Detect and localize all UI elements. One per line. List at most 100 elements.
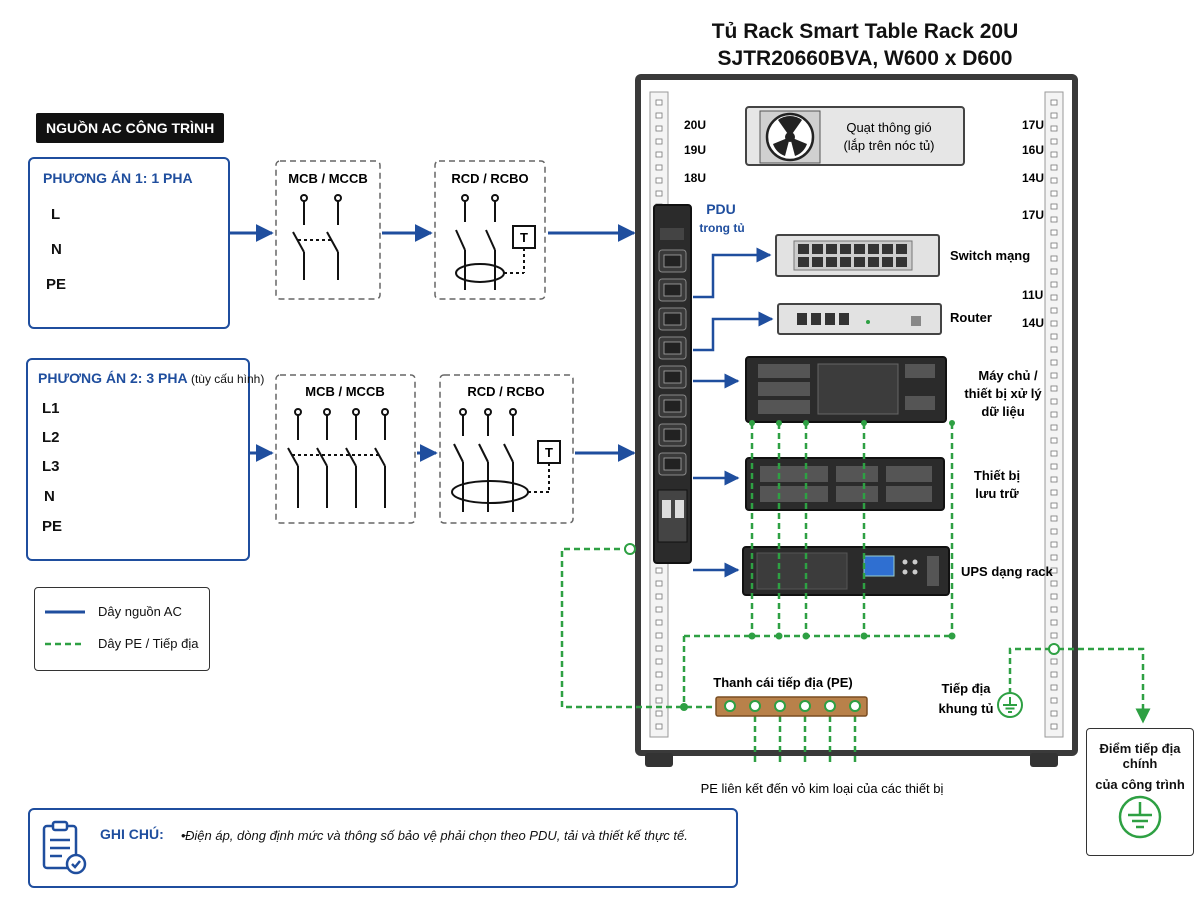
note-box: GHI CHÚ: Điện áp, dòng định mức và thông…: [28, 808, 738, 888]
option2-title: PHƯƠNG ÁN 2: 3 PHA (tùy cấu hình): [38, 370, 264, 386]
rail-hole: [655, 710, 663, 717]
rail-hole: [1050, 307, 1058, 314]
ru-label: 17U: [1022, 208, 1044, 222]
rail-hole: [655, 567, 663, 574]
rail-hole: [1050, 333, 1058, 340]
switch-port: [812, 244, 823, 254]
pdu-title: PDU: [706, 201, 736, 217]
rail-hole: [1050, 632, 1058, 639]
rail-hole: [655, 723, 663, 730]
rail-hole: [655, 619, 663, 626]
rail-hole: [655, 112, 663, 119]
ru-label: 11U: [1022, 288, 1043, 302]
switch-port: [812, 257, 823, 267]
rail-hole: [1050, 697, 1058, 704]
rack-ups: [742, 546, 950, 596]
storage-device: [745, 457, 945, 511]
rail-hole: [1050, 593, 1058, 600]
rail-hole: [1050, 177, 1058, 184]
cabinet-ground-label: Tiếp địa: [942, 681, 992, 696]
rail-hole: [1050, 671, 1058, 678]
diagram-title: Tủ Rack Smart Table Rack 20U SJTR20660BV…: [640, 18, 1090, 72]
pdu-outlet: [658, 423, 687, 447]
rail-hole: [1050, 359, 1058, 366]
storage-label: lưu trữ: [975, 486, 1019, 501]
rail-hole: [1050, 450, 1058, 457]
option1-panel: PHƯƠNG ÁN 1: 1 PHA L N PE: [28, 157, 230, 329]
server-label: dữ liệu: [981, 404, 1024, 419]
ventilation-fan: [745, 106, 965, 166]
rail-hole: [1050, 437, 1058, 444]
rail-hole: [1050, 255, 1058, 262]
pdu-outlets: [658, 249, 687, 476]
storage-label: Thiết bị: [974, 468, 1020, 483]
ru-label: 14U: [1022, 316, 1044, 330]
frame-pe-terminal-icon: [1048, 643, 1060, 655]
rcd1-symbol: [455, 194, 536, 290]
main-ground-icon: [1118, 795, 1162, 839]
rail-hole: [1050, 502, 1058, 509]
pe-busbar: [715, 696, 868, 717]
rail-hole: [1050, 346, 1058, 353]
option2-title-note: (tùy cấu hình): [190, 372, 265, 386]
pdu-breaker: [657, 489, 688, 543]
rail-hole: [1050, 580, 1058, 587]
switch-port: [798, 244, 809, 254]
rcd1-label: RCD / RCBO: [451, 171, 528, 186]
rail-hole: [655, 632, 663, 639]
pdu-pe-terminal-icon: [624, 543, 636, 555]
main-ground-label: Điểm tiếp địa chính: [1099, 741, 1181, 771]
switch-port: [896, 257, 907, 267]
rack-foot-right: [1030, 753, 1058, 767]
ru-label: 18U: [684, 171, 706, 185]
pdu-outlet: [658, 307, 687, 331]
option2-panel: PHƯƠNG ÁN 2: 3 PHA (tùy cấu hình) L1 L2 …: [26, 358, 264, 561]
wire-label-n: N: [51, 241, 62, 258]
rail-hole: [1050, 138, 1058, 145]
rail-hole: [1050, 125, 1058, 132]
ac-source-label: NGUỒN AC CÔNG TRÌNH: [36, 113, 225, 143]
mcb2-switch-symbol: [287, 408, 389, 508]
rail-hole: [1050, 541, 1058, 548]
fan-sublabel: (lắp trên nóc tủ): [843, 138, 934, 153]
arrow-pdu-switch: [693, 247, 772, 299]
rail-hole: [1050, 606, 1058, 613]
pdu-outlet: [658, 278, 687, 302]
rail-hole: [1050, 242, 1058, 249]
router-label: Router: [950, 310, 992, 325]
switch-port: [882, 244, 893, 254]
rail-hole: [1050, 710, 1058, 717]
rail-hole: [655, 671, 663, 678]
rail-hole: [1050, 489, 1058, 496]
switch-port: [882, 257, 893, 267]
title-line1: Tủ Rack Smart Table Rack 20U: [711, 20, 1019, 43]
rail-hole: [1050, 151, 1058, 158]
ru-label: 16U: [1022, 143, 1044, 157]
legend-pe-label: Dây PE / Tiếp địa: [98, 636, 199, 651]
rail-hole: [1050, 398, 1058, 405]
rail-hole: [1050, 281, 1058, 288]
option2-title-main: PHƯƠNG ÁN 2: 3 PHA: [38, 370, 188, 386]
cabinet-ground-label: khung tủ: [939, 701, 994, 716]
rack-foot-left: [645, 753, 673, 767]
wire-label-l1: L1: [42, 400, 60, 417]
pdu-outlet: [658, 452, 687, 476]
rcd2-symbol: [451, 408, 561, 512]
rail-hole: [1050, 112, 1058, 119]
wire-label-l2: L2: [42, 429, 60, 446]
rail-hole: [655, 99, 663, 106]
rail-hole: [1050, 190, 1058, 197]
pdu-subtitle: trong tủ: [699, 221, 744, 235]
pe-junction-dots: [680, 420, 956, 711]
wire-label-pe: PE: [46, 276, 67, 293]
t-symbol: T: [520, 230, 528, 245]
note-text: Điện áp, dòng định mức và thông số bảo v…: [181, 826, 725, 846]
switch-port: [854, 257, 865, 267]
rail-hole: [655, 138, 663, 145]
rail-hole: [1050, 528, 1058, 535]
rail-hole: [1050, 99, 1058, 106]
mcb2-label: MCB / MCCB: [305, 384, 384, 399]
switch-port: [854, 244, 865, 254]
rail-hole: [1050, 203, 1058, 210]
